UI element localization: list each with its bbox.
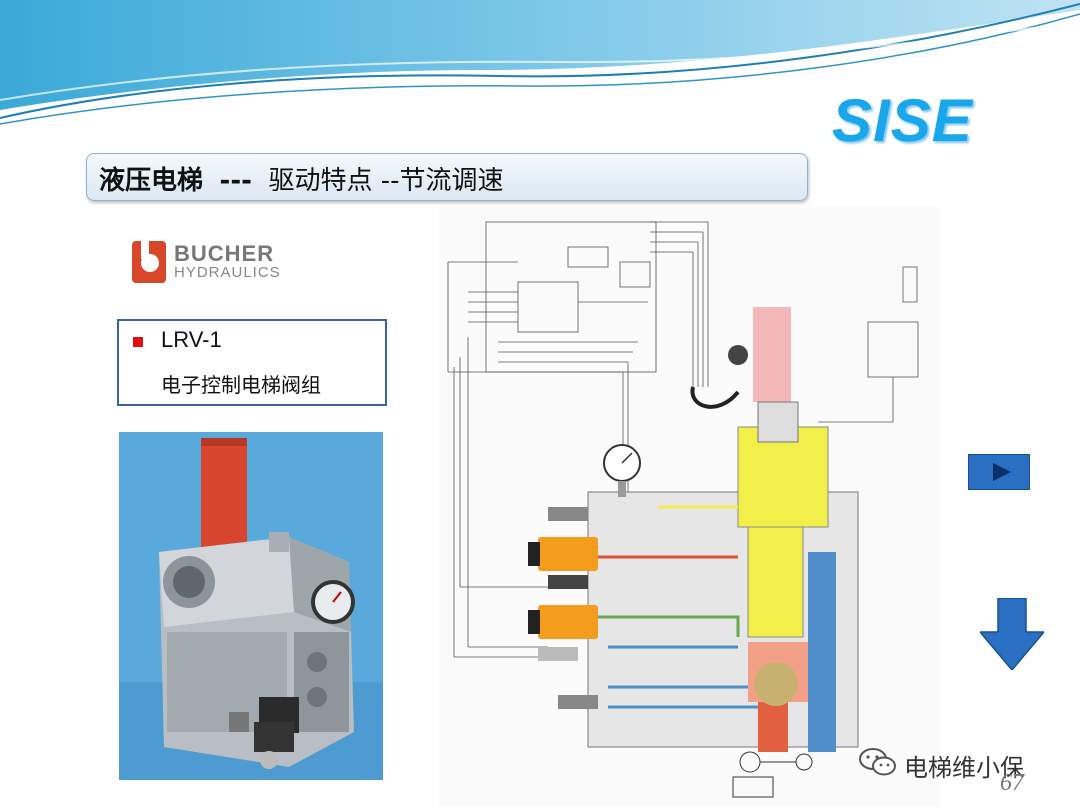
- down-arrow-button[interactable]: [980, 598, 1044, 670]
- product-info-box: LRV-1 电子控制电梯阀组: [117, 319, 387, 406]
- sise-logo: SISE: [832, 87, 973, 154]
- bucher-mark-icon: [132, 241, 166, 283]
- wechat-icon: [859, 748, 896, 776]
- page-number: 67: [1000, 770, 1024, 796]
- hydraulic-schematic: [438, 207, 940, 807]
- title-separator: ---: [219, 166, 252, 196]
- title-main: 液压电梯: [99, 166, 204, 196]
- product-description: 电子控制电梯阀组: [161, 373, 321, 397]
- header-wave: [0, 0, 1080, 125]
- valve-photo: [119, 432, 383, 780]
- slide-title: 液压电梯 --- 驱动特点 --节流调速: [99, 160, 503, 197]
- bucher-logo: BUCHER HYDRAULICS: [132, 238, 292, 286]
- down-arrow-icon: [980, 598, 1044, 670]
- bullet-icon: [133, 337, 143, 347]
- bucher-name: BUCHER: [174, 241, 275, 266]
- bucher-sub: HYDRAULICS: [174, 264, 281, 281]
- slide-title-bar: 液压电梯 --- 驱动特点 --节流调速: [86, 153, 808, 201]
- next-slide-button[interactable]: [968, 454, 1030, 490]
- product-model: LRV-1: [161, 327, 222, 352]
- title-sub: 驱动特点 --节流调速: [268, 166, 504, 196]
- watermark-text: 电梯维小保: [904, 754, 1024, 782]
